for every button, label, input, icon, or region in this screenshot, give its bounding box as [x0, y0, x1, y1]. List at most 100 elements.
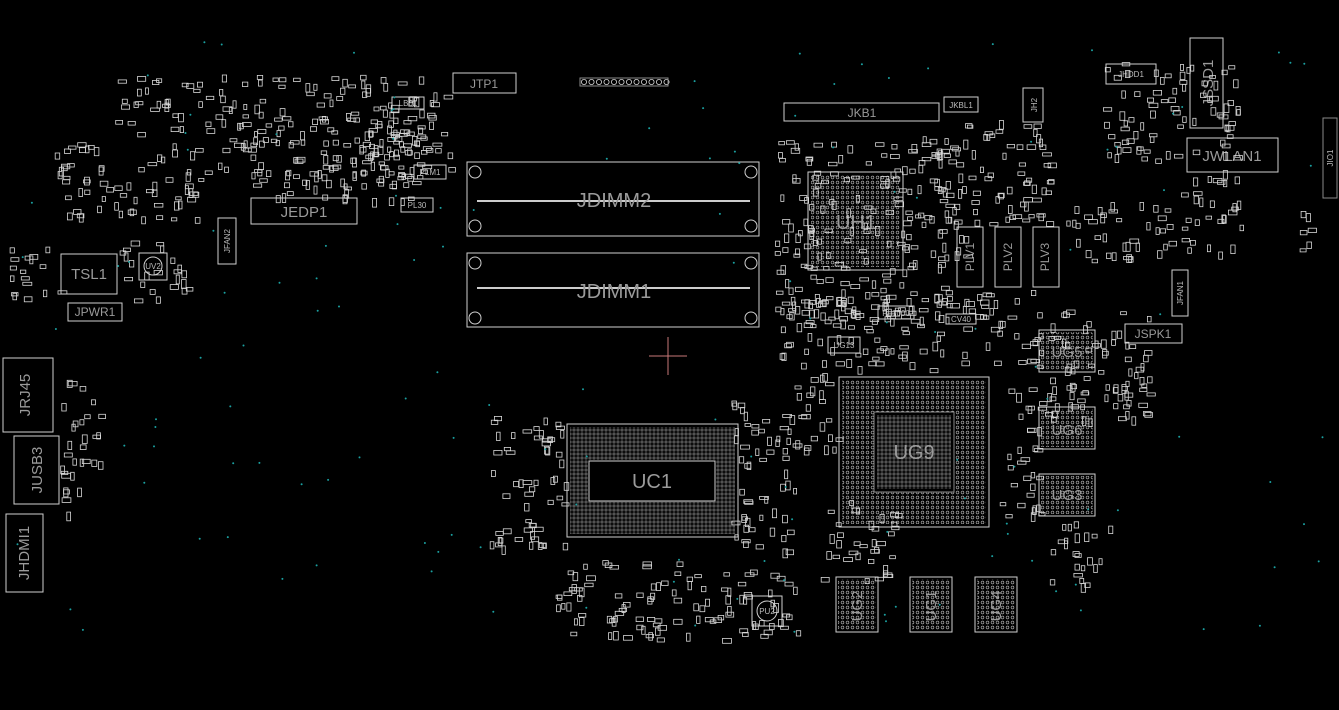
passive-pad — [741, 539, 751, 544]
passive-pad — [945, 203, 955, 208]
jkbl1-connector[interactable]: JKBL1 — [943, 96, 979, 113]
passive-pad — [780, 625, 789, 630]
passive-pad — [740, 444, 750, 450]
jrj45-connector[interactable]: JRJ45 — [2, 357, 54, 433]
jkb1-connector[interactable]: JKB1 — [783, 102, 940, 122]
passive-pad — [696, 615, 701, 624]
passive-pad — [1173, 110, 1181, 116]
ug2-vram[interactable]: UG2 — [835, 576, 879, 633]
jssd1-connector[interactable]: JSSD1 — [1189, 37, 1224, 129]
tsl1-label: TSL1 — [71, 266, 107, 283]
passive-pad — [247, 147, 257, 153]
passive-pad — [1094, 235, 1101, 240]
plv3-inductor[interactable]: PLV3 — [1032, 226, 1060, 288]
plm1-inductor[interactable]: PLM1 — [413, 164, 447, 180]
passive-pad — [1067, 523, 1072, 532]
jedp1-connector[interactable]: JEDP1 — [250, 197, 358, 225]
passive-pad — [731, 520, 741, 526]
via — [702, 107, 705, 110]
ug4-vram[interactable]: UG4 — [974, 576, 1018, 633]
passive-pad — [441, 131, 449, 137]
cv40-capacitor[interactable]: CV40 — [945, 313, 977, 325]
passive-pad — [810, 324, 817, 329]
passive-pad — [372, 197, 377, 208]
tsl1-component[interactable]: TSL1 — [60, 253, 118, 295]
passive-pad — [286, 191, 294, 197]
passive-pad — [971, 200, 980, 205]
passive-pad — [584, 582, 594, 588]
passive-pad — [347, 117, 357, 122]
via — [1046, 397, 1049, 400]
passive-pad — [1108, 209, 1119, 214]
passive-pad — [647, 617, 656, 622]
passive-pad — [755, 448, 760, 456]
uc1-cpu[interactable]: UC1 — [566, 423, 739, 538]
passive-pad — [1031, 289, 1037, 296]
jtp1-connector[interactable]: JTP1 — [452, 72, 517, 94]
ug5-vram[interactable]: UG5 — [1038, 329, 1096, 373]
uh1-pch[interactable]: UH1 — [807, 171, 904, 271]
passive-pad — [23, 296, 33, 303]
passive-pad — [723, 572, 730, 577]
jh2-connector[interactable]: JH2 — [1022, 87, 1044, 123]
passive-pad — [938, 159, 943, 169]
passive-pad — [533, 426, 540, 431]
uv2-label: UV2 — [145, 262, 161, 271]
ug6-vram[interactable]: UG6 — [1038, 406, 1096, 450]
passive-pad — [1160, 99, 1169, 104]
passive-pad — [917, 323, 925, 329]
passive-pad — [1306, 241, 1312, 249]
passive-pad — [313, 83, 318, 91]
passive-pad — [1050, 549, 1057, 556]
passive-pad — [1086, 321, 1092, 328]
passive-pad — [12, 292, 17, 301]
passive-pad — [840, 281, 850, 287]
passive-pad — [403, 182, 410, 188]
passive-pad — [826, 252, 831, 259]
passive-pad — [547, 499, 554, 505]
plv2-inductor[interactable]: PLV2 — [994, 226, 1022, 288]
pl1000-inductor[interactable]: PL1000 — [877, 305, 915, 320]
via — [123, 444, 126, 447]
jdimm2-slot[interactable]: JDIMM2 — [466, 161, 760, 237]
ug3-vram[interactable]: UG3 — [1038, 473, 1096, 517]
passive-pad — [778, 152, 783, 159]
plv1-inductor[interactable]: PLV1 — [956, 226, 984, 288]
jwlan1-connector[interactable]: JWLAN1 — [1186, 137, 1279, 173]
ug1-vram[interactable]: UG1 — [909, 576, 953, 633]
jusb3-connector[interactable]: JUSB3 — [13, 435, 60, 505]
pl30-inductor[interactable]: PL30 — [400, 197, 434, 213]
passive-components — [9, 62, 1317, 644]
jio1-connector[interactable]: JIO1 — [1322, 117, 1338, 199]
passive-pad — [1137, 146, 1144, 151]
jpwr1-connector[interactable]: JPWR1 — [67, 302, 123, 322]
ug13-chip[interactable]: UG13 — [827, 336, 861, 354]
passive-pad — [961, 360, 970, 367]
jspk1-connector[interactable]: JSPK1 — [1124, 323, 1183, 344]
passive-pad — [288, 142, 294, 149]
test-pad — [656, 79, 663, 86]
jdimm1-slot[interactable]: JDIMM1 — [466, 252, 760, 328]
passive-pad — [409, 167, 415, 176]
passive-pad — [743, 592, 753, 597]
passive-pad — [810, 274, 817, 280]
via — [223, 291, 226, 294]
passive-pad — [779, 158, 786, 163]
pl30-label: PL30 — [408, 201, 427, 210]
ug9-gpu[interactable]: UG9 — [838, 376, 990, 528]
passive-pad — [175, 274, 180, 285]
passive-pad — [648, 632, 653, 641]
via — [886, 530, 889, 533]
passive-pad — [1164, 73, 1172, 79]
passive-pad — [805, 156, 814, 162]
passive-pad — [902, 166, 908, 176]
pu2-chip[interactable]: PU2 — [751, 595, 783, 627]
passive-pad — [784, 233, 790, 243]
passive-pad — [1031, 184, 1037, 194]
uv2-chip[interactable]: UV2 — [138, 252, 168, 281]
jfan1-connector[interactable]: JFAN1 — [1171, 269, 1189, 317]
jfan2-connector[interactable]: JFAN2 — [217, 217, 237, 265]
jhdmi1-connector[interactable]: JHDMI1 — [5, 513, 44, 593]
jhdd1-connector[interactable]: JHDD1 — [1105, 63, 1157, 85]
jssd1-label: JSSD1 — [1200, 60, 1217, 107]
